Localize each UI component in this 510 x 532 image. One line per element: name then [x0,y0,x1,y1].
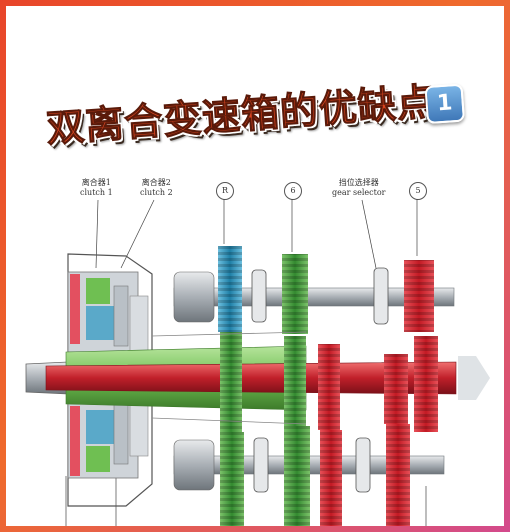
synchro-upper-1 [251,269,267,323]
gear-selector-label: 挡位选择器 gear selector [332,178,385,198]
output-hint [458,356,490,400]
clutch1-label: 离合器1 clutch 1 [80,178,113,198]
clutch1-label-zh: 离合器1 [81,178,111,187]
mainshaft-gear-red-2 [384,354,408,424]
gear-lower-red-2 [386,424,410,526]
gear-lower-red-1 [320,430,342,526]
upper-bearing [173,271,215,323]
gear-6-upper [282,254,308,334]
gear-selector-label-zh: 挡位选择器 [338,178,379,187]
synchro-lower-2 [355,437,371,493]
mainshaft-gear-red-3 [414,336,438,432]
mainshaft-gear-green-2 [284,336,306,426]
gear-lower-green-1 [220,432,244,526]
image-frame: 双离合变速箱的优缺点 1 离合器1 clutch 1 离合器2 clutch 2… [6,6,504,526]
gear-selector-upper [373,267,389,325]
gear-r-upper [218,246,242,332]
clutch2-label-en: clutch 2 [140,188,173,197]
gear-6-marker: 6 [284,182,302,200]
gear-selector-label-en: gear selector [332,188,386,197]
gear-lower-green-2 [284,426,310,526]
gearbox-illustration [25,199,490,526]
clutch2-label-zh: 离合器2 [141,178,171,187]
clutch2-label: 离合器2 clutch 2 [140,178,173,198]
lower-bearing [173,439,215,491]
gear-r-marker: R [216,182,234,200]
mainshaft-gear-green-1 [220,332,242,432]
mainshaft-gear-red-1 [318,344,340,430]
synchro-lower-1 [253,437,269,493]
clutch1-label-en: clutch 1 [80,188,113,197]
gear-5-marker: 5 [409,182,427,200]
casing-lines [151,331,307,425]
gear-5-upper [404,260,434,332]
